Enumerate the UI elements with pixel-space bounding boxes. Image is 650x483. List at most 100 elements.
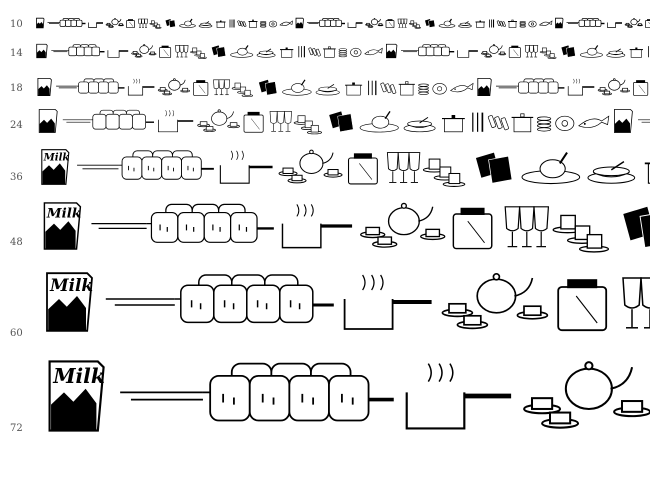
- stock-pot-glyph: [323, 46, 336, 58]
- soup-bowl-glyph: [587, 161, 636, 184]
- saucepan-glyph: [607, 22, 622, 28]
- wine-glasses-glyph: [397, 18, 408, 28]
- dish-stack-glyph: [519, 21, 526, 28]
- glyph-row: Milk: [46, 272, 650, 332]
- menu-books-glyph: [329, 111, 354, 133]
- saucepan-glyph: [347, 22, 363, 28]
- marshmallow-skewer-glyph: [51, 44, 105, 57]
- cutlery-glyph: [648, 46, 649, 58]
- fried-egg-glyph: [350, 47, 362, 57]
- milk-carton-glyph: Milk: [41, 149, 69, 185]
- soup-bowl-glyph: [256, 48, 276, 58]
- roast-chicken-glyph: [438, 18, 456, 28]
- soup-bowl-glyph: [458, 21, 472, 28]
- milk-carton-glyph: Milk: [48, 360, 105, 432]
- milk-carton-glyph: [36, 17, 45, 29]
- menu-books-glyph: [425, 19, 436, 28]
- roast-chicken-glyph: [230, 45, 254, 58]
- cooking-pot-glyph: [475, 20, 485, 28]
- condiment-bottles-glyph: [237, 20, 247, 27]
- fish-plate-glyph: [450, 82, 474, 93]
- fried-egg-glyph: [268, 20, 278, 28]
- condiment-bottles-glyph: [487, 115, 509, 131]
- size-label: 72: [10, 423, 23, 434]
- teapot-cups-glyph: [480, 44, 507, 58]
- wine-glasses-glyph: [386, 152, 421, 183]
- svg-text:Milk: Milk: [49, 275, 93, 295]
- wine-glasses-glyph: [524, 45, 539, 58]
- saucepan-glyph: [127, 78, 155, 96]
- menu-books-glyph: [165, 19, 176, 28]
- cooking-pot-glyph: [644, 162, 650, 184]
- size-label: 48: [10, 237, 23, 248]
- toaster-glyph: [557, 279, 608, 332]
- dish-stack-glyph: [338, 48, 348, 58]
- toaster-glyph: [193, 80, 209, 96]
- glyph-row: [36, 43, 649, 59]
- condiment-bottles-glyph: [308, 47, 321, 57]
- toaster-glyph: [645, 19, 650, 29]
- fish-plate-glyph: [538, 20, 553, 27]
- saucepan-glyph: [343, 274, 432, 330]
- wine-glasses-glyph: [213, 79, 231, 96]
- teapot-cups-glyph: [624, 17, 643, 28]
- svg-text:Milk: Milk: [52, 364, 105, 388]
- menu-books-glyph: [211, 45, 226, 58]
- roast-chicken-glyph: [521, 152, 581, 185]
- glyph-row: Milk: [43, 202, 650, 253]
- soup-bowl-glyph: [198, 21, 213, 28]
- teapot-cups-glyph: [278, 149, 343, 184]
- cooking-pot-glyph: [441, 115, 465, 133]
- saucepan-glyph: [457, 50, 478, 58]
- teapot-cups-glyph: [105, 17, 124, 28]
- coffee-cups-glyph: [293, 115, 323, 135]
- dish-stack-glyph: [260, 21, 267, 28]
- saucepan-glyph: [88, 22, 103, 28]
- wine-glasses-glyph: [504, 206, 550, 248]
- teapot-cups-glyph: [365, 17, 384, 28]
- toaster-glyph: [159, 45, 172, 58]
- glyph-row: Milk: [48, 360, 650, 432]
- marshmallow-skewer-glyph: [637, 119, 650, 123]
- glyph-row: [37, 77, 649, 98]
- milk-carton-glyph: Milk: [46, 272, 93, 332]
- cooking-pot-glyph: [345, 82, 363, 96]
- marshmallow-skewer-glyph: [47, 18, 86, 27]
- toaster-glyph: [385, 19, 395, 29]
- milk-carton-glyph: [38, 109, 58, 133]
- marshmallow-skewer-glyph: [77, 150, 214, 180]
- size-label: 10: [10, 19, 23, 30]
- wine-glasses-glyph: [138, 18, 148, 28]
- stock-pot-glyph: [508, 19, 517, 28]
- marshmallow-skewer-glyph: [62, 109, 154, 130]
- fried-egg-glyph: [528, 20, 537, 28]
- toaster-glyph: [243, 111, 264, 133]
- size-label: 14: [10, 48, 23, 59]
- marshmallow-skewer-glyph: [91, 203, 274, 243]
- cutlery-glyph: [472, 112, 484, 132]
- size-label: 18: [10, 83, 23, 94]
- milk-carton-glyph: [555, 17, 564, 29]
- size-label: 60: [10, 328, 23, 339]
- saucepan-glyph: [219, 150, 273, 184]
- marshmallow-skewer-glyph: [400, 44, 455, 57]
- glyph-row: Milk: [41, 149, 650, 187]
- cooking-pot-glyph: [629, 47, 643, 58]
- roast-chicken-glyph: [282, 79, 312, 96]
- teapot-cups-glyph: [157, 78, 191, 96]
- svg-text:Milk: Milk: [46, 205, 81, 221]
- wine-glasses-glyph: [175, 45, 189, 58]
- roast-chicken-glyph: [579, 45, 603, 58]
- teapot-cups-glyph: [197, 109, 240, 132]
- glyph-row: [38, 109, 650, 135]
- milk-carton-glyph: [477, 77, 492, 97]
- cooking-pot-glyph: [279, 47, 294, 58]
- teapot-cups-glyph: [597, 78, 630, 96]
- menu-books-glyph: [623, 206, 650, 249]
- wine-glasses-glyph: [622, 277, 650, 329]
- fish-plate-glyph: [279, 20, 293, 27]
- milk-carton-glyph: [295, 17, 304, 29]
- milk-carton-glyph: Milk: [43, 202, 81, 250]
- milk-carton-glyph: [37, 77, 52, 97]
